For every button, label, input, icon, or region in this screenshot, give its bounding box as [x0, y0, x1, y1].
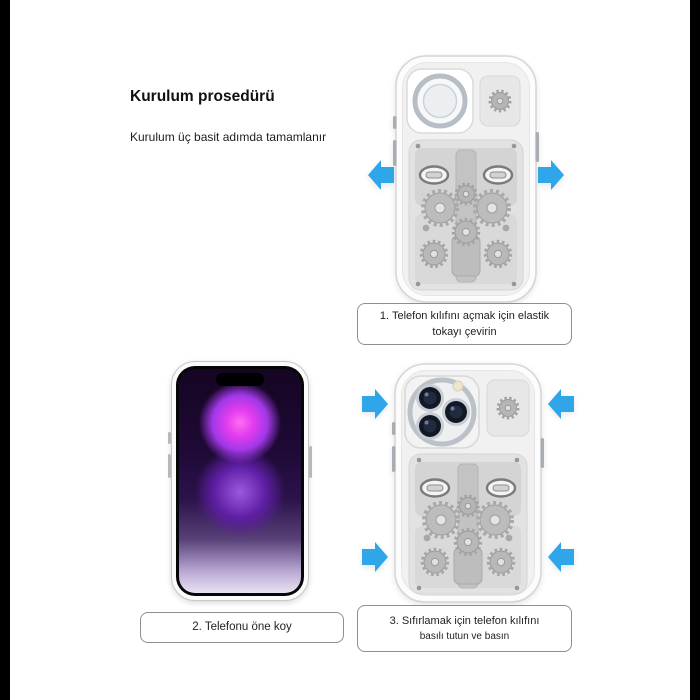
camera-lens-icon [442, 398, 470, 426]
phone-front-illustration [168, 361, 312, 601]
arrow-left-icon [548, 542, 574, 572]
arrow-left-icon [368, 160, 394, 190]
camera-flash-icon [452, 380, 464, 392]
camera-lens-icon [416, 412, 444, 440]
arrow-left-icon [548, 389, 574, 419]
arrow-right-icon [362, 389, 388, 419]
case-back-open [393, 55, 539, 303]
page-subtitle: Kurulum üç basit adımda tamamlanır [130, 130, 327, 144]
step-2-text-line1: 2. Telefonu öne koy [192, 620, 292, 633]
elastic-clasp-icon [482, 165, 514, 185]
side-button [392, 446, 396, 472]
side-button [540, 438, 544, 468]
phone-screen [176, 366, 304, 596]
right-black-bar [690, 0, 700, 700]
step3-case-illustration [362, 363, 574, 603]
dynamic-island [216, 373, 264, 386]
step-3-text-line2: basılı tutun ve basın [419, 631, 510, 643]
purple-wallpaper [179, 369, 301, 593]
step1-case-illustration [368, 55, 564, 303]
side-button [393, 140, 397, 166]
page-title: Kurulum prosedürü [130, 88, 275, 105]
step-1-text-line1: 1. Telefon kılıfını açmak için elastik [379, 309, 550, 322]
step-1-text-line2: tokayı çevirin [432, 326, 497, 338]
left-black-bar [0, 0, 10, 700]
step-2-caption: 2. Telefonu öne koy [140, 612, 344, 643]
camera-lens-icon [416, 384, 444, 412]
step-3-text-line1: 3. Sıfırlamak için telefon kılıfını [389, 614, 540, 627]
side-button [535, 132, 539, 162]
elastic-clasp-icon [485, 478, 517, 498]
side-button [309, 446, 312, 478]
case-back-with-phone [392, 363, 544, 603]
arrow-right-icon [362, 542, 388, 572]
side-button [168, 454, 171, 478]
arrow-right-icon [538, 160, 564, 190]
step-1-caption: 1. Telefon kılıfını açmak için elastik t… [357, 303, 572, 345]
step-3-caption: 3. Sıfırlamak için telefon kılıfını bası… [357, 605, 572, 652]
elastic-clasp-icon [419, 478, 451, 498]
side-button [393, 116, 397, 129]
side-button [392, 422, 396, 435]
side-button [168, 432, 171, 444]
elastic-clasp-icon [418, 165, 450, 185]
